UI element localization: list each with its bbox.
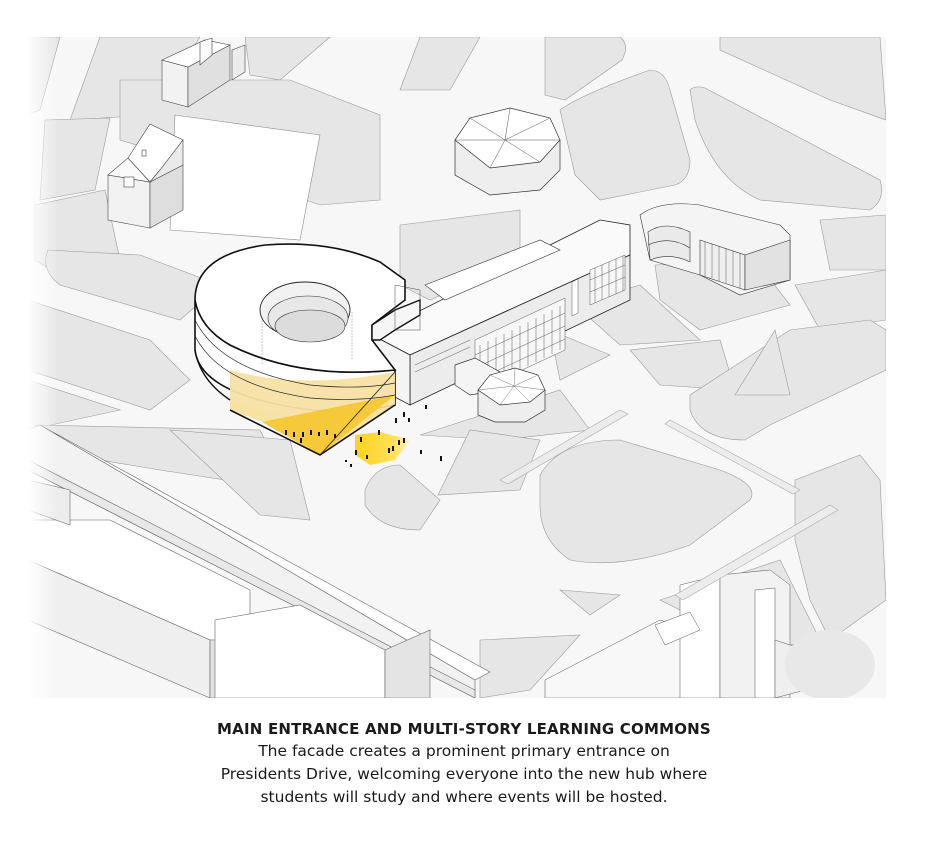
caption-line-2: Presidents Drive, welcoming everyone int… bbox=[220, 765, 708, 783]
caption: MAIN ENTRANCE AND MULTI-STORY LEARNING C… bbox=[0, 718, 928, 809]
tower-block-southeast bbox=[544, 569, 875, 698]
houses-northwest bbox=[107, 37, 246, 229]
entrance-arrow bbox=[355, 432, 410, 465]
curved-wing-building bbox=[639, 203, 791, 296]
curb-strips bbox=[499, 409, 839, 601]
octagonal-pavilion-rear bbox=[454, 107, 561, 196]
caption-title: MAIN ENTRANCE AND MULTI-STORY LEARNING C… bbox=[217, 720, 711, 738]
learning-commons-drum bbox=[194, 243, 421, 456]
plaza-square bbox=[169, 114, 321, 241]
octagonal-pavilion-front bbox=[454, 357, 546, 423]
long-bar-building-south bbox=[28, 424, 491, 698]
caption-line-3: students will study and where events wil… bbox=[260, 788, 668, 806]
caption-line-1: The facade creates a prominent primary e… bbox=[258, 742, 670, 760]
people-figures bbox=[285, 405, 442, 467]
